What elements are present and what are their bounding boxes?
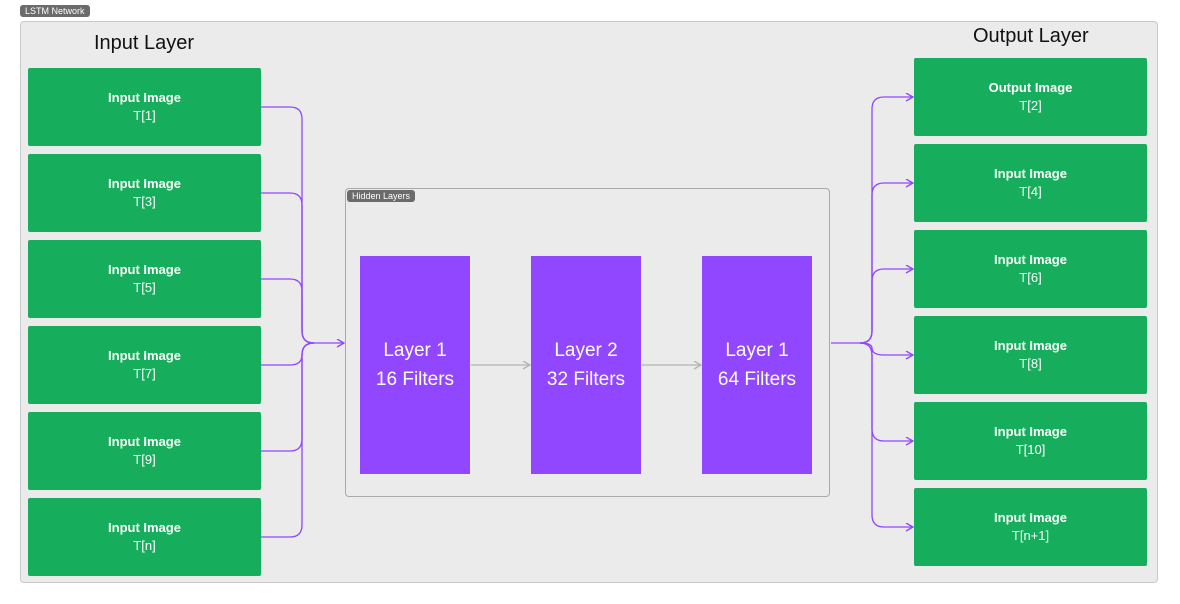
output-node-t10[interactable]: Input Image T[10] <box>914 402 1147 480</box>
output-connector-4 <box>859 183 913 344</box>
output-node-t2[interactable]: Output Image T[2] <box>914 58 1147 136</box>
node-title: Input Image <box>108 262 181 277</box>
node-timestep: T[2] <box>1019 98 1042 113</box>
layer-filters: 32 Filters <box>546 369 626 390</box>
node-title: Input Image <box>994 424 1067 439</box>
hidden-layers-label: Hidden Layers <box>347 190 416 202</box>
output-connector-2 <box>859 97 913 344</box>
node-title: Input Image <box>994 510 1067 525</box>
hidden-layer-2[interactable]: Layer 2 32 Filters <box>531 256 641 474</box>
node-timestep: T[10] <box>1015 442 1046 457</box>
node-timestep: T[n] <box>133 538 156 553</box>
output-node-tn1[interactable]: Input Image T[n+1] <box>914 488 1147 566</box>
node-timestep: T[7] <box>133 366 156 381</box>
node-title: Input Image <box>994 166 1067 181</box>
hidden-layer-3[interactable]: Layer 1 64 Filters <box>702 256 812 474</box>
input-connector-7 <box>261 342 315 366</box>
node-title: Input Image <box>108 348 181 363</box>
node-title: Input Image <box>108 434 181 449</box>
input-connector-5 <box>261 278 315 344</box>
output-connector-n1 <box>859 342 913 527</box>
node-title: Output Image <box>988 80 1073 95</box>
input-connector-9 <box>261 342 315 452</box>
node-timestep: T[n+1] <box>1011 528 1050 543</box>
input-node-t7[interactable]: Input Image T[7] <box>28 326 261 404</box>
hidden-layers-group <box>345 188 830 497</box>
layer-name: Layer 1 <box>725 340 789 361</box>
node-timestep: T[9] <box>133 452 156 467</box>
output-node-t8[interactable]: Input Image T[8] <box>914 316 1147 394</box>
output-layer-title: Output Layer <box>973 25 1089 47</box>
input-connector-1 <box>261 106 315 344</box>
input-node-t3[interactable]: Input Image T[3] <box>28 154 261 232</box>
layer-name: Layer 2 <box>554 340 618 361</box>
node-title: Input Image <box>108 90 181 105</box>
input-connector-n <box>261 342 315 538</box>
layer-filters: 16 Filters <box>375 369 455 390</box>
node-timestep: T[5] <box>133 280 156 295</box>
output-connector-10 <box>859 342 913 441</box>
input-node-t1[interactable]: Input Image T[1] <box>28 68 261 146</box>
output-node-t4[interactable]: Input Image T[4] <box>914 144 1147 222</box>
node-timestep: T[1] <box>133 108 156 123</box>
input-node-t9[interactable]: Input Image T[9] <box>28 412 261 490</box>
node-title: Input Image <box>994 338 1067 353</box>
node-title: Input Image <box>994 252 1067 267</box>
input-node-tn[interactable]: Input Image T[n] <box>28 498 261 576</box>
input-connector-3 <box>261 192 315 344</box>
input-layer-title: Input Layer <box>94 32 195 54</box>
node-title: Input Image <box>108 520 181 535</box>
node-title: Input Image <box>108 176 181 191</box>
output-node-t6[interactable]: Input Image T[6] <box>914 230 1147 308</box>
layer-name: Layer 1 <box>383 340 447 361</box>
output-connector-6 <box>859 269 913 344</box>
frame-label: LSTM Network <box>20 5 90 17</box>
hidden-layer-1[interactable]: Layer 1 16 Filters <box>360 256 470 474</box>
node-timestep: T[3] <box>133 194 156 209</box>
node-timestep: T[4] <box>1019 184 1042 199</box>
input-node-t5[interactable]: Input Image T[5] <box>28 240 261 318</box>
node-timestep: T[8] <box>1019 356 1042 371</box>
node-timestep: T[6] <box>1019 270 1042 285</box>
layer-filters: 64 Filters <box>717 369 797 390</box>
